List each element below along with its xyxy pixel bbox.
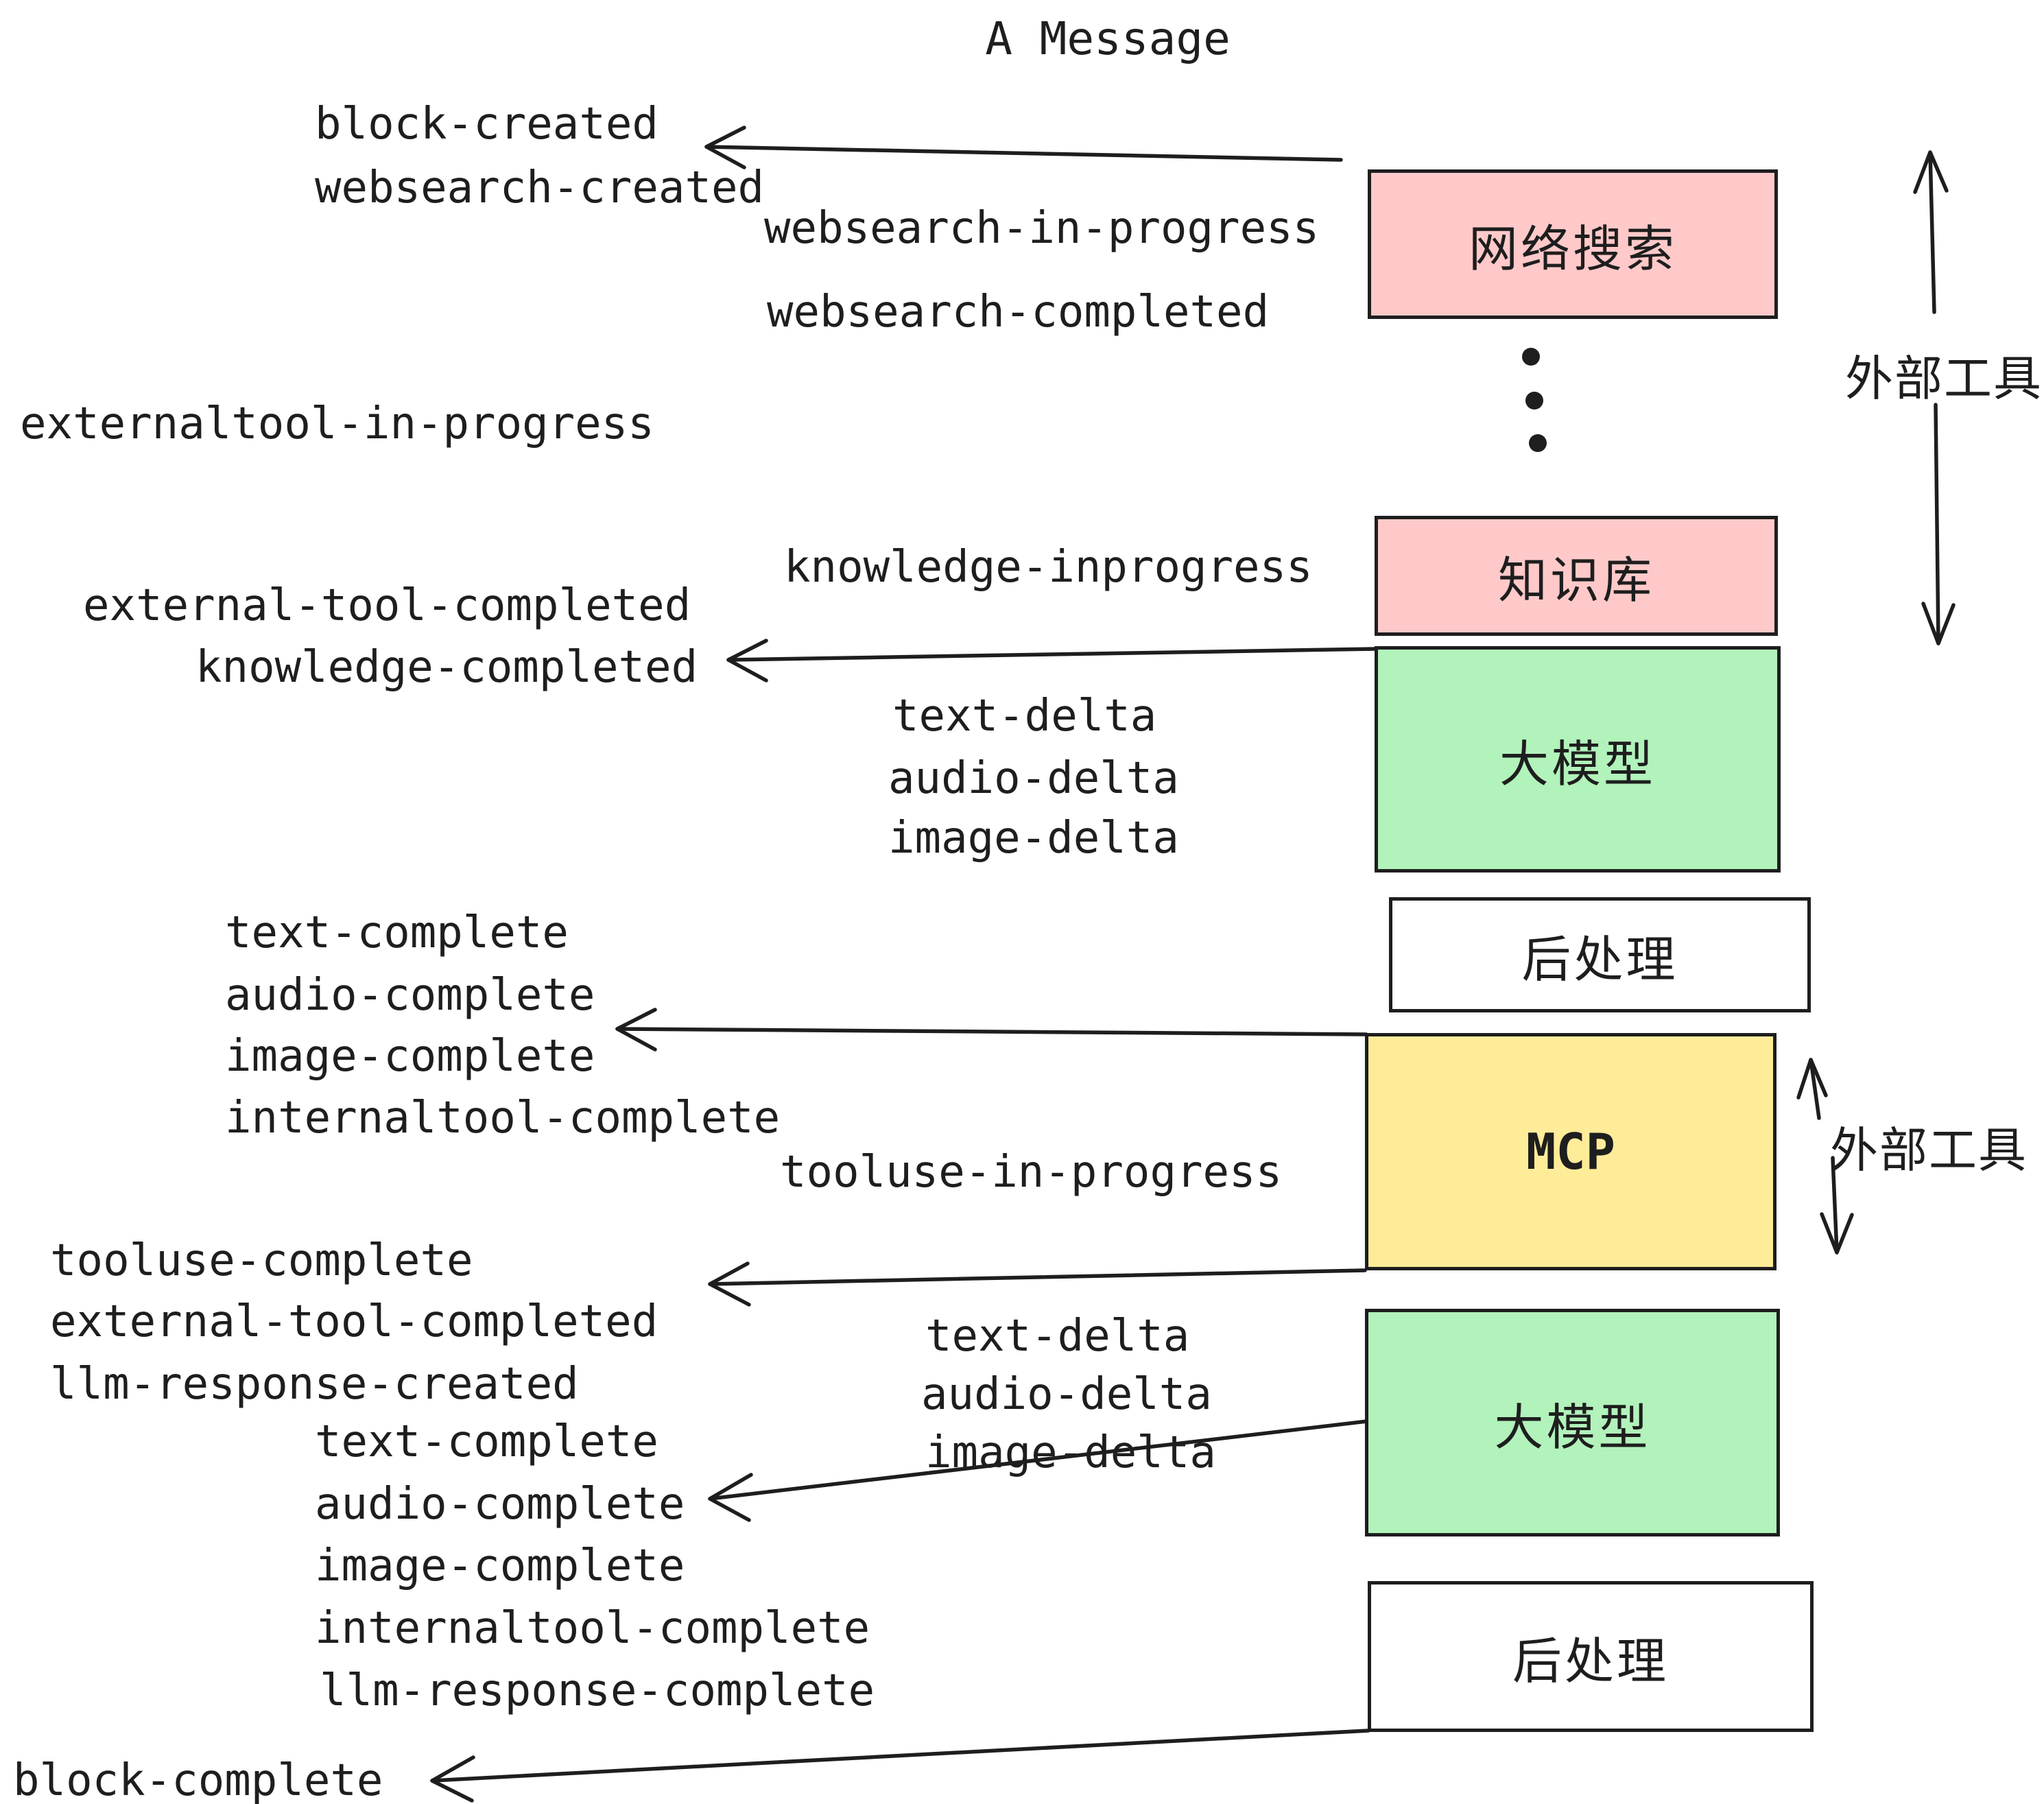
arrow-to-block-complete (430, 1729, 1370, 1803)
event-label-text-delta-2: text-delta (925, 1311, 1190, 1362)
event-label-audio-delta-2: audio-delta (921, 1369, 1212, 1420)
box-websearch-label: 网络搜索 (1468, 219, 1677, 278)
arrow-external-tool-up-2 (1796, 1058, 1828, 1120)
box-mcp: MCP (1365, 1033, 1776, 1270)
event-label-audio-complete-1: audio-complete (225, 970, 595, 1021)
box-llm-1-label: 大模型 (1499, 735, 1656, 793)
arrow-external-tool-up-1 (1913, 150, 1949, 314)
event-label-text-delta-1: text-delta (892, 691, 1157, 741)
event-label-knowledge-inprogress: knowledge-inprogress (784, 542, 1313, 593)
event-label-llm-response-complete: llm-response-complete (320, 1665, 875, 1716)
event-label-image-delta-2: image-delta (925, 1427, 1216, 1478)
event-label-audio-delta-1: audio-delta (888, 753, 1179, 804)
ellipsis-dots (1522, 348, 1547, 452)
event-label-external-tool-completed-1: external-tool-completed (83, 580, 691, 631)
event-label-tooluse-in-progress: tooluse-in-progress (780, 1147, 1283, 1198)
event-label-externaltool-in-progress: externaltool-in-progress (20, 399, 654, 449)
event-label-websearch-completed: websearch-completed (767, 287, 1270, 337)
event-label-knowledge-completed: knowledge-completed (195, 642, 698, 693)
event-label-internaltool-complete-1: internaltool-complete (225, 1093, 781, 1143)
arrow-to-knowledge-completed (726, 639, 1377, 683)
box-mcp-label: MCP (1525, 1123, 1616, 1180)
box-postprocess-1-label: 后处理 (1521, 930, 1678, 988)
arrow-to-image-complete (615, 1008, 1368, 1052)
event-label-websearch-created: websearch-created (315, 163, 765, 213)
event-label-block-created: block-created (315, 99, 658, 150)
event-label-audio-complete-2: audio-complete (315, 1479, 685, 1530)
event-label-internaltool-complete-2: internaltool-complete (315, 1603, 870, 1654)
box-postprocess-1: 后处理 (1389, 897, 1811, 1012)
event-label-image-complete-1: image-complete (225, 1031, 595, 1082)
box-llm-1: 大模型 (1375, 646, 1781, 873)
external-tools-label-1: 外部工具 (1845, 351, 2043, 407)
arrow-to-tooluse-complete (708, 1261, 1367, 1307)
box-knowledge-label: 知识库 (1497, 551, 1654, 609)
arrow-external-tool-down-1 (1921, 403, 1956, 645)
event-label-external-tool-completed-2: external-tool-completed (50, 1296, 658, 1347)
event-label-block-complete: block-complete (13, 1755, 383, 1804)
box-postprocess-2: 后处理 (1368, 1581, 1814, 1732)
event-label-websearch-in-progress: websearch-in-progress (764, 203, 1320, 254)
box-llm-2: 大模型 (1365, 1309, 1780, 1536)
box-postprocess-2-label: 后处理 (1512, 1632, 1669, 1690)
box-websearch: 网络搜索 (1368, 169, 1778, 319)
event-label-image-delta-1: image-delta (888, 813, 1179, 864)
event-label-llm-response-created: llm-response-created (50, 1359, 579, 1410)
event-label-text-complete-2: text-complete (315, 1416, 658, 1467)
box-llm-2-label: 大模型 (1494, 1398, 1651, 1456)
arrow-to-websearch-created (704, 126, 1343, 169)
event-label-tooluse-complete: tooluse-complete (50, 1235, 473, 1286)
diagram-title: A Message (985, 12, 1231, 65)
box-knowledge: 知识库 (1375, 516, 1778, 636)
event-label-text-complete-1: text-complete (225, 907, 569, 958)
external-tools-label-2: 外部工具 (1830, 1122, 2028, 1178)
event-label-image-complete-2: image-complete (315, 1541, 685, 1591)
